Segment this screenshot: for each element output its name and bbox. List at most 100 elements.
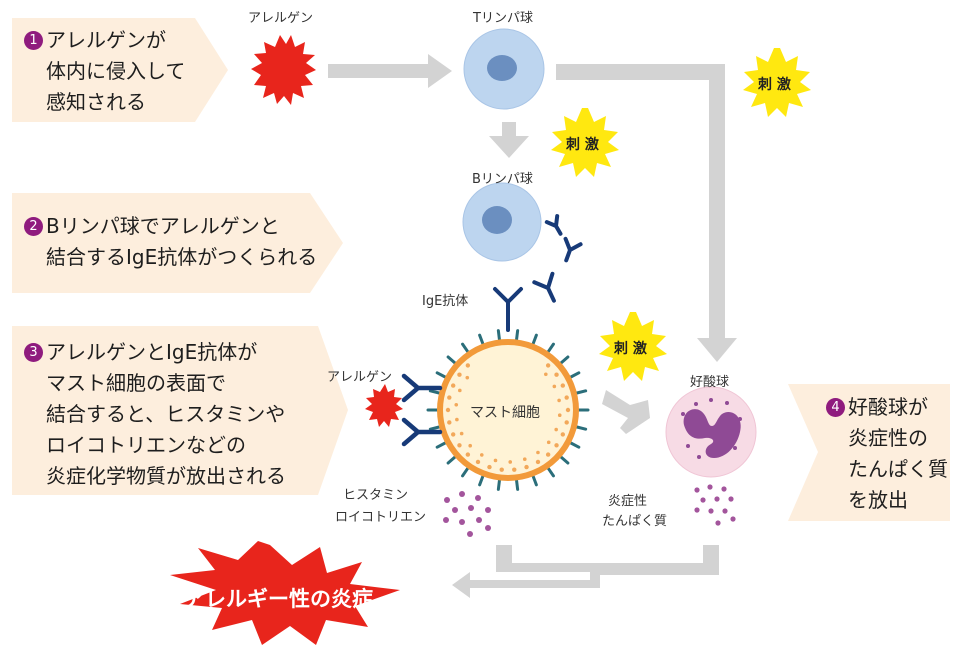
mast-cell-spike [435,371,447,379]
step-box-3-shape [12,326,348,495]
mast-cell-spike [478,333,485,346]
mast-cell-spike [446,455,457,465]
step-2-line-1: Bリンパ球でアレルゲンと [46,214,280,238]
step-3-line-2: マスト細胞の表面で [46,371,226,395]
antibody-4 [493,287,523,332]
mast-cell-granule [487,464,492,470]
label-eosinophil: 好酸球 [690,375,730,390]
protein-dots [694,484,736,526]
step-number-2: 2 [24,217,43,236]
step-box-2-shape [12,193,343,293]
allergen-burst-left [365,384,403,427]
mast-cell-spike [461,466,470,478]
stimulus-label-lower: 刺 激 [614,341,647,357]
antibody-1 [544,214,563,236]
label-inflammatory-protein-2: たんぱく質 [602,514,668,529]
step-number-3: 3 [24,343,43,362]
mast-cell-granule [468,443,472,448]
arrow-to-result [452,545,600,598]
eosinophil-nucleus [683,409,741,458]
step-box-4-shape [788,384,950,521]
mast-cell-granule [544,372,548,377]
mast-cell-spike [546,466,555,478]
stimulus-label-middle: 刺 激 [566,137,599,153]
step-box-1-shape [12,18,228,122]
mast-cell-spike [428,425,441,431]
mast-cell-granule [557,413,562,417]
mast-cell-granule [508,460,513,464]
label-allergen-left: アレルゲン [327,370,393,385]
mast-cell-granule [560,383,566,388]
mast-cell-granule [554,372,559,377]
step-1-line-1: アレルゲンが [46,28,166,52]
mast-cell-granule [493,458,498,463]
arrow-t-cell-to-b-cell [489,122,529,158]
stimulus-burst-lower-shape [599,312,667,381]
mast-cell-spike [496,478,501,491]
mast-cell-granule [455,417,459,422]
step-3-line-4: ロイコトリエンなどの [46,433,246,457]
label-ige-antibody: IgE抗体 [422,294,469,309]
mast-cell-granule [454,403,459,407]
stimulus-burst-middle-shape [551,108,619,177]
antibody-2 [563,236,583,263]
mast-cell-granule [512,467,517,472]
step-4-line-2: 炎症性の [848,426,928,450]
mast-cell-granule [475,459,481,465]
mast-cell-granule [557,398,561,403]
mast-cell-spike [569,441,581,449]
mast-cell-spike [428,389,441,395]
b-lymphocyte-nucleus [482,206,512,234]
step-4-line-4: を放出 [848,488,908,512]
mast-cell-granule [459,431,464,436]
mast-cell-granule [450,383,456,388]
step-number-4: 4 [826,398,845,417]
step-3-line-3: 結合すると、ヒスタミンや [46,402,286,426]
mast-cell-granule [465,452,471,457]
label-mast-cell: マスト細胞 [470,405,540,421]
mast-cell-granule [552,384,557,389]
mast-cell-spike [559,455,570,465]
mast-cell-spike [559,355,570,365]
mast-cell-granule [445,407,451,413]
step-2-line-2: 結合するIgE抗体がつくられる [46,245,318,269]
mast-cell-spike [515,329,520,342]
mast-cell-granule [457,443,462,448]
mast-cell-granule [450,432,456,437]
mast-cell-granule [465,375,470,380]
flow-arrows [328,54,737,598]
mast-cell-spike [461,342,470,354]
label-inflammatory-protein-1: 炎症性 [608,494,648,509]
mast-cell-spike [531,333,538,346]
mast-cell-granule [565,407,571,413]
label-leukotriene: ロイコトリエン [335,510,427,525]
mast-cell-granule [447,420,452,425]
mast-cell-granule [457,372,462,377]
step-4-line-3: たんぱく質 [848,457,948,481]
mast-cell-spike [575,389,588,395]
mast-cell-spike [496,329,501,342]
step-3-line-1: アレルゲンとIgE抗体が [46,340,258,364]
mast-cell-spike [575,425,588,431]
mast-cell-granule [564,395,569,400]
mast-cell-granule [535,459,541,465]
arrow-allergen-to-t-cell [328,54,452,88]
mast-cell-granule [554,427,558,432]
label-t-lymphocyte: Tリンパ球 [473,11,533,26]
mast-cell-granule [560,432,566,437]
mast-cell-spike [569,371,581,379]
mast-cell-granule [447,395,452,400]
mast-cell-spike [478,474,485,487]
antibody-3 [532,271,556,303]
allergen-burst-top [251,35,316,105]
result-burst-shape [170,541,400,645]
mast-cell-granule [545,452,551,457]
arrow-eosinophil-down [600,545,719,575]
mast-cell-spike [531,474,538,487]
step-4-line-1: 好酸球が [848,395,928,419]
